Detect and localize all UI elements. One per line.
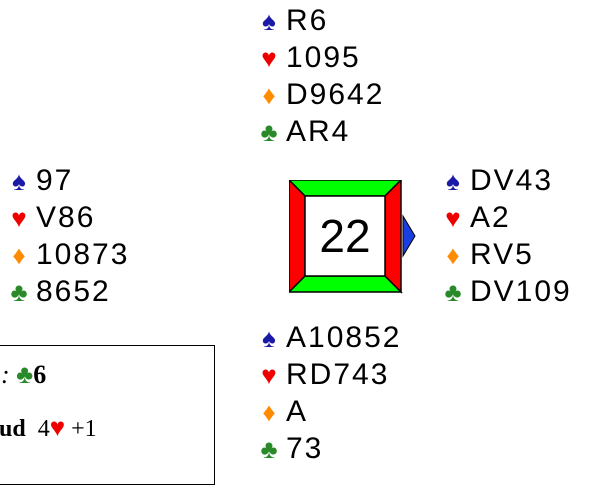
result-overtricks: +1	[71, 416, 97, 442]
north-clubs-row: ♣ AR4	[256, 113, 384, 150]
west-diamonds: 10873	[36, 237, 130, 271]
west-spades-row: ♠ 97	[6, 162, 129, 199]
north-spades: R6	[286, 3, 329, 37]
east-diamonds-row: ♦ RV5	[440, 236, 572, 273]
south-spades: A10852	[286, 320, 402, 354]
heart-icon: ♥	[261, 359, 277, 390]
east-clubs: DV109	[470, 274, 572, 308]
west-clubs-row: ♣ 8652	[6, 273, 129, 310]
board-bottom-segment	[289, 275, 403, 293]
diamond-icon: ♦	[12, 239, 26, 270]
east-diamonds: RV5	[470, 237, 534, 271]
west-hearts-row: ♥ V86	[6, 199, 129, 236]
contract-level: 6	[33, 360, 47, 389]
west-hand: ♠ 97 ♥ V86 ♦ 10873 ♣ 8652	[6, 162, 129, 310]
spade-icon: ♠	[262, 322, 276, 353]
contract-box: : ♣6 ud 4♥ +1	[0, 345, 215, 485]
board-right-segment	[384, 180, 402, 294]
heart-icon: ♥	[445, 202, 461, 233]
club-icon: ♣	[260, 116, 278, 147]
club-icon: ♣	[260, 433, 278, 464]
diamond-icon: ♦	[262, 396, 276, 427]
board-left-segment	[289, 180, 306, 294]
south-hand: ♠ A10852 ♥ RD743 ♦ A ♣ 73	[256, 319, 401, 467]
north-hearts: 1095	[286, 40, 361, 74]
heart-icon: ♥	[261, 42, 277, 73]
east-spades: DV43	[470, 163, 554, 197]
south-diamonds: A	[286, 394, 309, 428]
diamond-icon: ♦	[262, 79, 276, 110]
north-hearts-row: ♥ 1095	[256, 39, 384, 76]
dealer-arrow-icon	[402, 214, 416, 258]
board-top-segment	[289, 180, 403, 197]
north-hand: ♠ R6 ♥ 1095 ♦ D9642 ♣ AR4	[256, 2, 384, 150]
spade-icon: ♠	[12, 165, 26, 196]
club-icon: ♣	[10, 276, 28, 307]
east-spades-row: ♠ DV43	[440, 162, 572, 199]
east-hearts-row: ♥ A2	[440, 199, 572, 236]
south-clubs: 73	[286, 431, 324, 465]
north-diamonds: D9642	[286, 77, 385, 111]
south-spades-row: ♠ A10852	[256, 319, 401, 356]
diamond-icon: ♦	[446, 239, 460, 270]
south-hearts-row: ♥ RD743	[256, 356, 401, 393]
north-clubs: AR4	[286, 114, 351, 148]
result-level: 4	[37, 416, 50, 442]
south-clubs-row: ♣ 73	[256, 430, 401, 467]
club-icon: ♣	[16, 360, 34, 389]
west-hearts: V86	[36, 200, 96, 234]
spade-icon: ♠	[262, 5, 276, 36]
heart-icon: ♥	[49, 413, 66, 442]
west-clubs: 8652	[36, 274, 111, 308]
result-direction: ud	[0, 416, 26, 442]
east-hearts: A2	[470, 200, 511, 234]
west-diamonds-row: ♦ 10873	[6, 236, 129, 273]
heart-icon: ♥	[11, 202, 27, 233]
north-diamonds-row: ♦ D9642	[256, 76, 384, 113]
east-clubs-row: ♣ DV109	[440, 273, 572, 310]
south-hearts: RD743	[286, 357, 390, 391]
result-line: ud 4♥ +1	[0, 413, 97, 443]
board-indicator: 22	[289, 180, 416, 294]
contract-colon: :	[1, 360, 10, 389]
spade-icon: ♠	[446, 165, 460, 196]
contract-line: : ♣6	[0, 360, 46, 390]
club-icon: ♣	[444, 276, 462, 307]
board-number: 22	[319, 210, 370, 262]
board-center	[304, 195, 386, 277]
north-spades-row: ♠ R6	[256, 2, 384, 39]
south-diamonds-row: ♦ A	[256, 393, 401, 430]
east-hand: ♠ DV43 ♥ A2 ♦ RV5 ♣ DV109	[440, 162, 572, 310]
west-spades: 97	[36, 163, 74, 197]
